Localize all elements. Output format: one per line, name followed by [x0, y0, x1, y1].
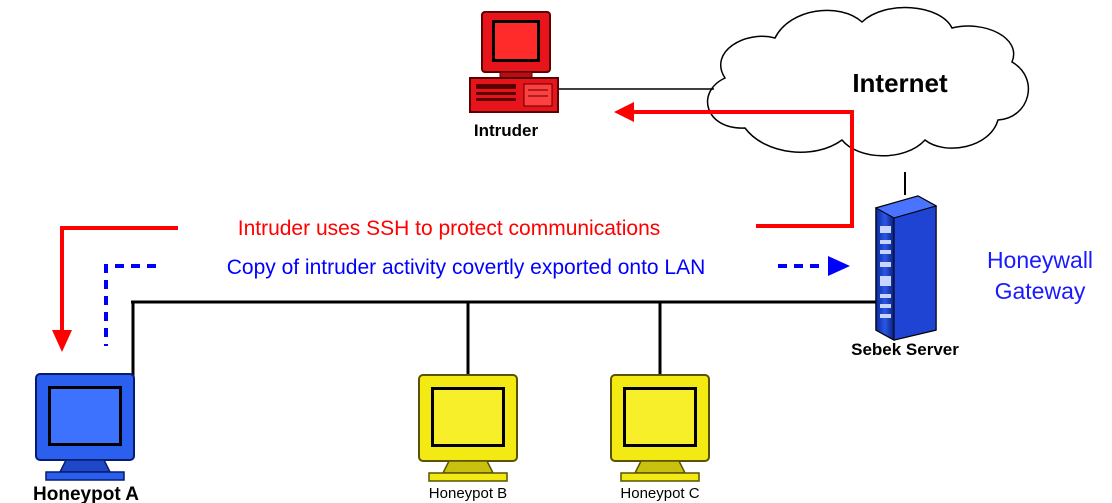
honeypot-b-computer-icon: [418, 374, 518, 482]
honeywall-label-line1: Honeywall: [987, 247, 1093, 273]
internet-label: Internet: [852, 68, 948, 98]
covert-label: Copy of intruder activity covertly expor…: [227, 256, 706, 279]
internet-cloud: [706, 6, 1029, 157]
ssh-label: Intruder uses SSH to protect communicati…: [238, 217, 661, 240]
honeypot-c-label: Honeypot C: [620, 485, 699, 502]
intruder-computer-icon: [469, 11, 559, 113]
intruder-label: Intruder: [474, 121, 539, 140]
covert-export-arrow: [104, 256, 850, 346]
honeypot-a-computer-icon: [35, 373, 135, 481]
sebek-server-icon: [874, 195, 938, 341]
honeypot-a-label: Honeypot A: [33, 484, 139, 503]
ssh-arrow: [52, 102, 854, 352]
lan-bus: [131, 300, 880, 376]
sebek-server-label: Sebek Server: [851, 340, 959, 359]
honeywall-label-line2: Gateway: [995, 278, 1086, 304]
honeypot-c-computer-icon: [610, 374, 710, 482]
honeypot-b-label: Honeypot B: [429, 485, 507, 502]
